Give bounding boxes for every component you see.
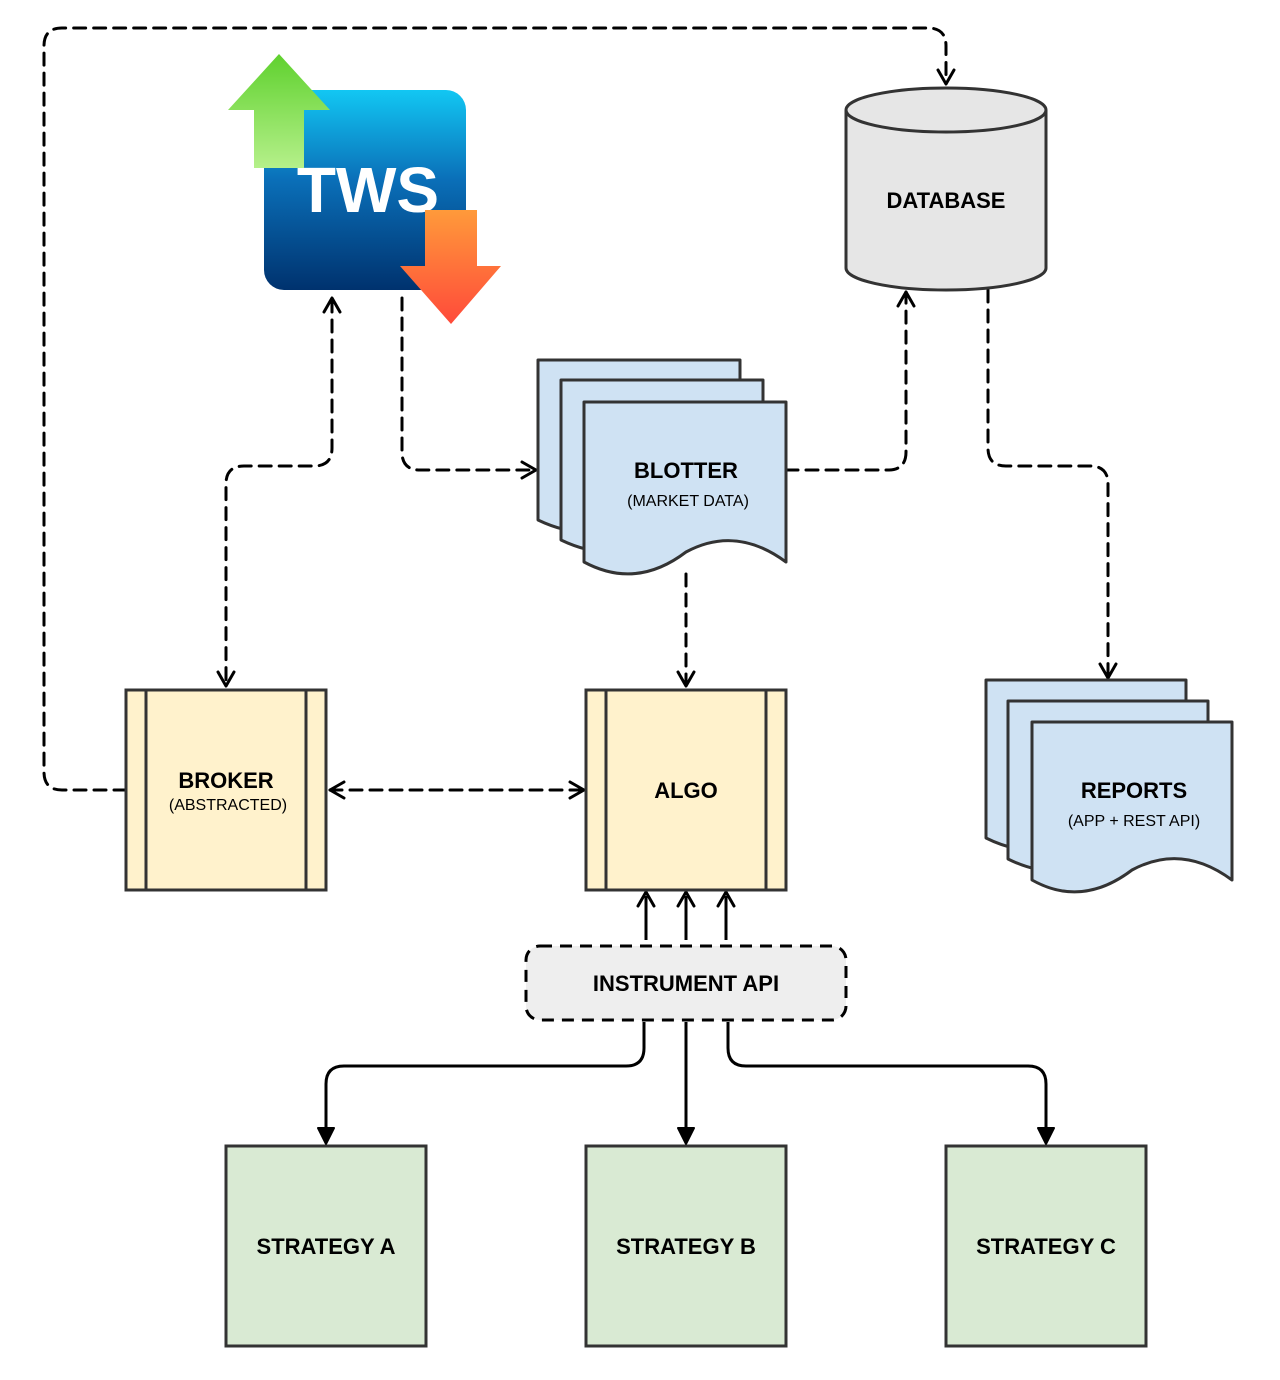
- broker-algo-connector: [328, 780, 586, 800]
- algo-node: ALGO: [584, 688, 788, 892]
- instrument-api-to-strategies-connectors: [317, 1022, 1055, 1145]
- tws-logo: TWS: [228, 54, 501, 324]
- strategy-c-node: STRATEGY C: [944, 1144, 1148, 1348]
- reports-sublabel: (APP + REST API): [1068, 813, 1200, 830]
- blotter-node: BLOTTER (MARKET DATA): [536, 358, 788, 576]
- database-to-reports-connector: [986, 288, 1118, 680]
- arrow-up-icon: [228, 54, 330, 168]
- broker-to-database-connector: [42, 26, 956, 792]
- strategy-a-node: STRATEGY A: [224, 1144, 428, 1348]
- reports-node: REPORTS (APP + REST API): [984, 678, 1234, 894]
- arrow-down-icon: [400, 210, 501, 324]
- broker-node: BROKER (ABSTRACTED): [124, 688, 328, 892]
- broker-label: BROKER: [178, 768, 273, 793]
- tws-broker-connector: [216, 296, 342, 688]
- instrument-api-node: INSTRUMENT API: [524, 944, 848, 1022]
- blotter-to-database-connector: [784, 290, 916, 472]
- strategy-b-node: STRATEGY B: [584, 1144, 788, 1348]
- reports-label: REPORTS: [1081, 778, 1187, 803]
- strategy-b-label: STRATEGY B: [616, 1234, 756, 1259]
- blotter-sublabel: (MARKET DATA): [627, 493, 749, 510]
- broker-sublabel: (ABSTRACTED): [169, 797, 287, 814]
- database-node: DATABASE: [844, 86, 1048, 292]
- algo-label: ALGO: [654, 778, 718, 803]
- database-label: DATABASE: [887, 188, 1006, 213]
- strategy-c-label: STRATEGY C: [976, 1234, 1116, 1259]
- blotter-label: BLOTTER: [634, 458, 738, 483]
- strategy-a-label: STRATEGY A: [257, 1234, 396, 1259]
- tws-logo-text: TWS: [297, 154, 439, 226]
- tws-to-blotter-connector: [400, 296, 538, 480]
- blotter-to-algo-connector: [676, 572, 696, 688]
- instrument-api-label: INSTRUMENT API: [593, 971, 779, 996]
- tws-logo-background: [264, 90, 466, 290]
- instrument-api-to-algo-connectors: [636, 890, 736, 940]
